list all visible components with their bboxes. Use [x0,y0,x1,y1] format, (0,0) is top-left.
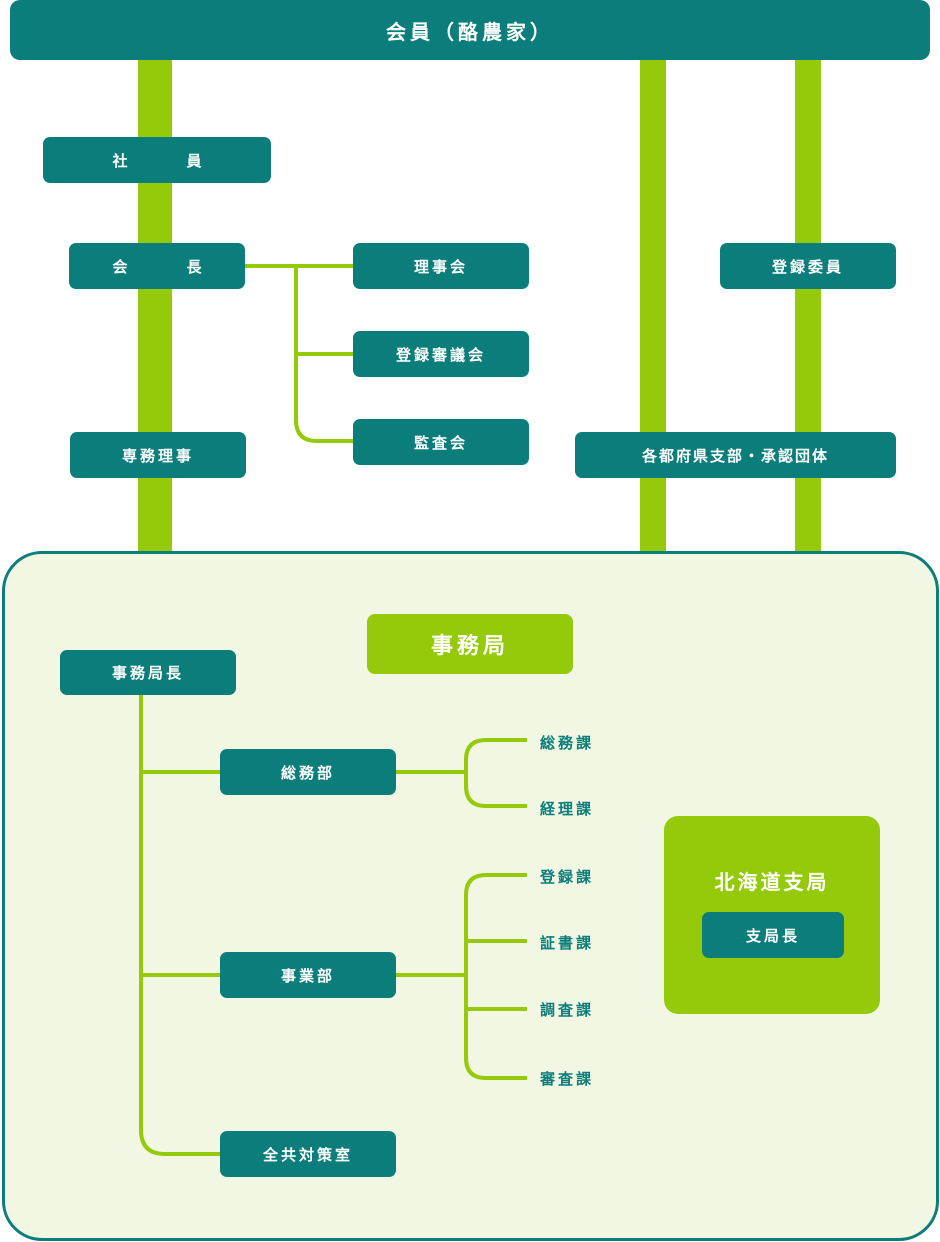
board-label: 理事会 [413,257,468,276]
branch-director-label: 支局長 [745,926,800,945]
hokkaido-branch-title: 北海道支局 [714,869,830,894]
registration-committee-label: 登録委員 [771,257,844,276]
business-dept-label: 事業部 [280,966,335,985]
members-box: 会員（酪農家） [10,0,930,60]
registration-committee-box: 登録委員 [720,243,896,289]
branch-director-box: 支局長 [702,912,844,958]
chairman-label: 会 長 [112,257,224,276]
prefectural-branches-box: 各都府県支部・承認団体 [575,432,896,478]
section-label: 総務課 [540,733,595,752]
secretariat-title-box: 事務局 [367,614,573,674]
director-label: 事務局長 [111,664,184,682]
chairman-box: 会 長 [69,243,245,289]
prefectural-branches-label: 各都府県支部・承認団体 [641,446,829,465]
audit-box: 監査会 [353,419,529,465]
managing-director-label: 専務理事 [121,446,194,465]
countermeasures-office-box: 全共対策室 [220,1131,396,1177]
board-box: 理事会 [353,243,529,289]
general-affairs-dept-box: 総務部 [220,749,396,795]
secretariat-title: 事務局 [430,634,509,659]
audit-label: 監査会 [413,433,468,452]
staff-box: 社 員 [43,137,271,183]
director-box: 事務局長 [60,650,236,695]
section-label: 経理課 [540,799,595,818]
registration-council-box: 登録審議会 [353,331,529,377]
managing-director-box: 専務理事 [70,432,246,478]
section-label: 登録課 [540,867,595,886]
business-dept-box: 事業部 [220,952,396,998]
countermeasures-office-label: 全共対策室 [262,1145,353,1164]
registration-council-label: 登録審議会 [395,345,486,364]
section-label: 審査課 [540,1069,595,1088]
members-label: 会員（酪農家） [386,19,554,44]
general-affairs-dept-label: 総務部 [280,763,335,782]
section-label: 証書課 [540,933,595,952]
staff-label: 社 員 [112,151,224,170]
section-label: 調査課 [540,1000,595,1019]
